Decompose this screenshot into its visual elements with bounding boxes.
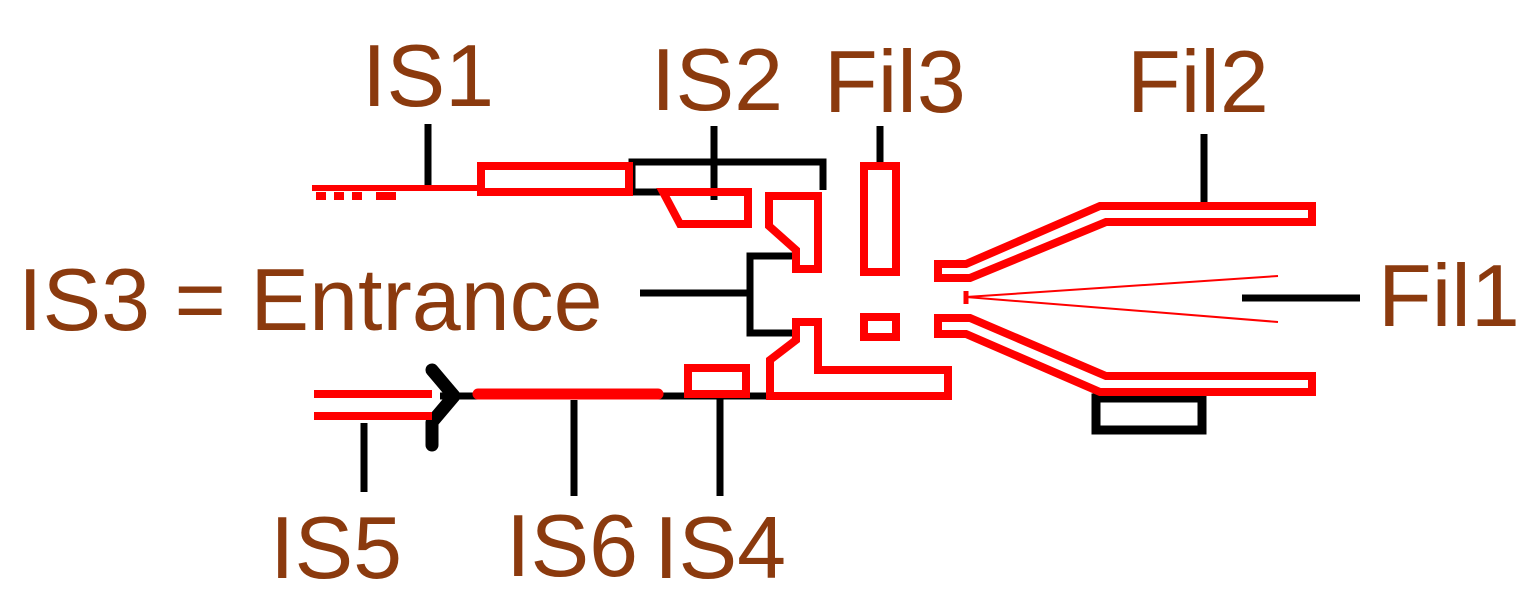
entrance-lower-block (766, 318, 952, 400)
red-structures (312, 162, 1316, 420)
label-is4: IS4 (654, 498, 786, 597)
is2-bracket (628, 158, 827, 190)
entrance-upper-block (765, 192, 822, 273)
is2-electrode (656, 188, 752, 228)
label-fil2: Fil2 (1127, 32, 1269, 131)
lower-black-block (1091, 393, 1207, 435)
is4-electrode (684, 364, 750, 398)
label-is2: IS2 (651, 30, 783, 129)
label-is1: IS1 (362, 26, 494, 125)
fil2-lower-electrode (934, 314, 1316, 396)
label-is5: IS5 (270, 498, 402, 597)
fil3-small-square (860, 313, 900, 341)
labels: IS1 IS2 Fil3 Fil2 IS3 = Entrance Fil1 IS… (18, 26, 1520, 597)
fil1-filament-bottom (965, 296, 1279, 323)
label-fil3: Fil3 (824, 32, 966, 131)
label-is6: IS6 (506, 496, 638, 595)
is3-bracket (746, 252, 796, 337)
is1-electrode (477, 162, 633, 196)
fil2-upper-electrode (934, 202, 1316, 282)
fil3-bar (860, 162, 900, 276)
fil1-filament-top (965, 275, 1279, 298)
label-fil1: Fil1 (1378, 246, 1520, 345)
is5-arrow (425, 363, 461, 452)
label-is3-entrance: IS3 = Entrance (18, 250, 603, 349)
